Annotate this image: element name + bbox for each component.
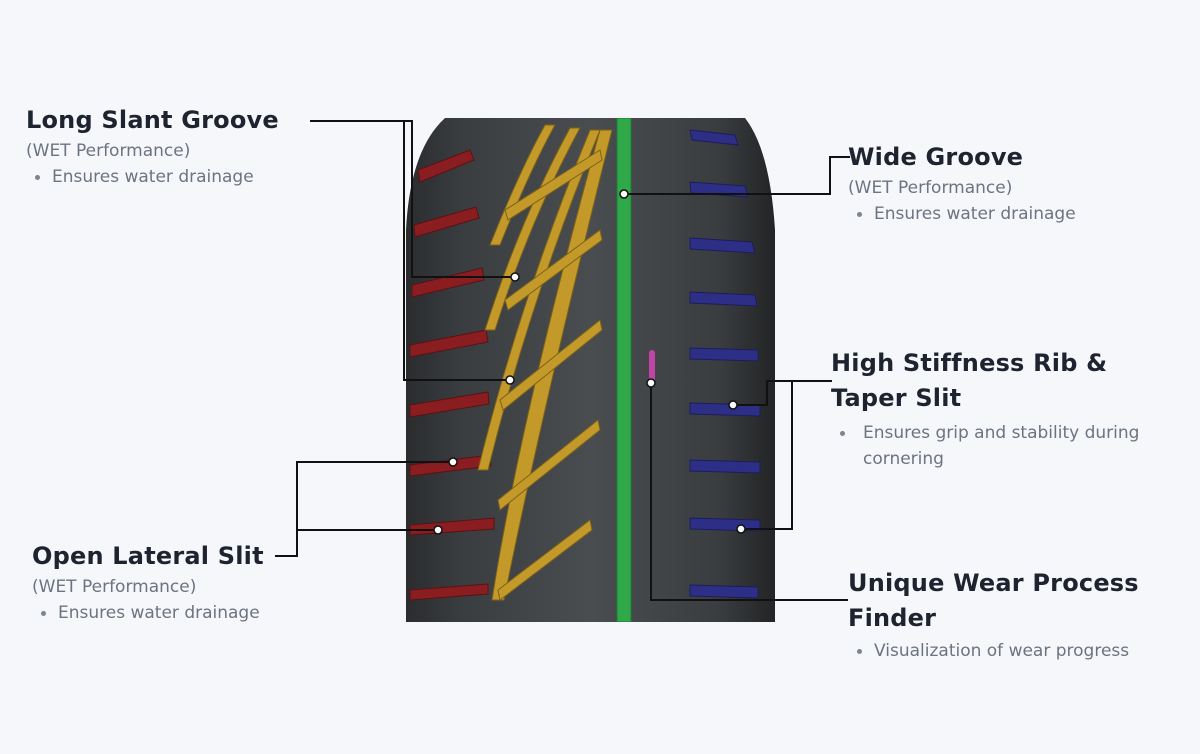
high-stiffness-rib-title-line2: Taper Slit [831, 384, 962, 412]
list-item: Ensures water drainage [848, 201, 1168, 227]
callout-unique-wear-process: Unique Wear Process Finder Visualization… [848, 566, 1178, 664]
callout-wide-groove: Wide Groove (WET Performance) Ensures wa… [848, 140, 1168, 227]
list-item: Ensures water drainage [32, 600, 322, 626]
long-slant-grooves [477, 124, 613, 601]
open-lateral-slits [409, 149, 495, 601]
wear-process-finder [649, 350, 655, 384]
unique-wear-process-bullets: Visualization of wear progress [848, 638, 1178, 664]
leader-dots [433, 189, 746, 535]
open-lateral-slit-bullets: Ensures water drainage [32, 600, 322, 626]
unique-wear-process-title-line1: Unique Wear Process [848, 569, 1139, 597]
long-slant-groove-title: Long Slant Groove [26, 106, 279, 134]
open-lateral-slit-title: Open Lateral Slit [32, 542, 264, 570]
list-item: Ensures grip and stability during [831, 420, 1181, 446]
callout-high-stiffness-rib: High Stiffness Rib & Taper Slit Ensures … [831, 346, 1181, 472]
open-lateral-slit-subtitle: (WET Performance) [32, 577, 197, 597]
list-item: Visualization of wear progress [848, 638, 1178, 664]
list-item: Ensures water drainage [26, 164, 316, 190]
high-stiffness-rib-title-line1: High Stiffness Rib & [831, 349, 1108, 377]
callout-long-slant-groove: Long Slant Groove (WET Performance) Ensu… [26, 103, 316, 190]
wide-groove [616, 118, 632, 622]
wide-groove-bullets: Ensures water drainage [848, 201, 1168, 227]
callout-open-lateral-slit: Open Lateral Slit (WET Performance) Ensu… [32, 539, 322, 626]
long-slant-groove-subtitle: (WET Performance) [26, 141, 191, 161]
long-slant-groove-bullets: Ensures water drainage [26, 164, 316, 190]
leader-lines [275, 120, 850, 601]
unique-wear-process-title-line2: Finder [848, 604, 937, 632]
wide-groove-subtitle: (WET Performance) [848, 178, 1013, 198]
wide-groove-title: Wide Groove [848, 143, 1024, 171]
high-stiffness-rib-bullets: Ensures grip and stability during [831, 420, 1181, 446]
high-stiffness-rib-bullet-continuation: cornering [863, 449, 944, 469]
